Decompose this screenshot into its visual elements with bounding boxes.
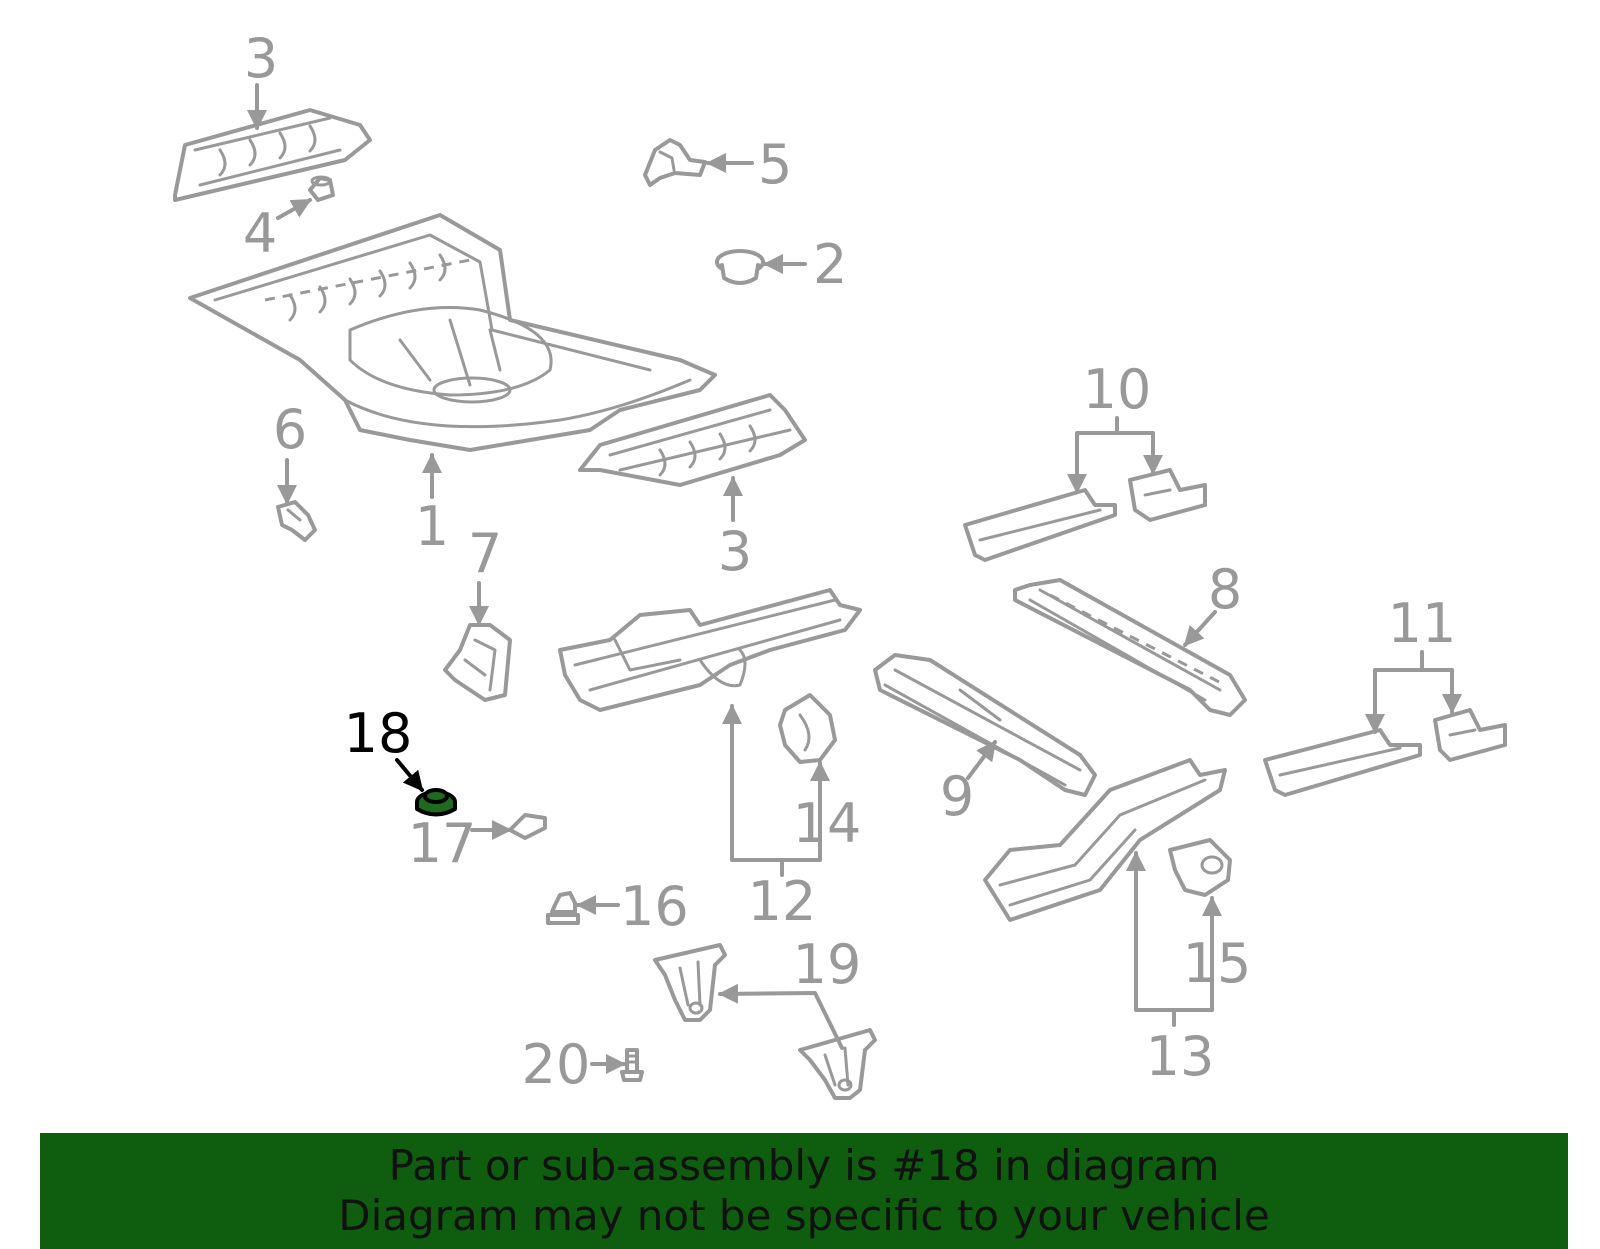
callout-10: 10 (1083, 358, 1152, 421)
part-11-reinforcement-left[interactable] (1263, 728, 1422, 797)
part-19-bracket-upper[interactable] (653, 943, 727, 1022)
callout-12: 12 (748, 870, 817, 933)
part-17-plug[interactable] (508, 813, 547, 840)
callout-3-lower: 3 (718, 520, 752, 583)
part-3-lower-crossmember[interactable] (578, 393, 807, 487)
callout-7: 7 (468, 522, 502, 585)
part-11-reinforcement-right[interactable] (1433, 708, 1507, 762)
callout-15: 15 (1183, 932, 1252, 995)
part-18-plug-highlighted[interactable] (415, 788, 457, 817)
part-6-bracket[interactable] (276, 500, 317, 542)
callout-9: 9 (940, 765, 974, 828)
notice-banner: Part or sub-assembly is #18 in diagram D… (40, 1133, 1568, 1249)
banner-line-part-number: Part or sub-assembly is #18 in diagram (388, 1141, 1220, 1190)
callout-5: 5 (758, 133, 792, 196)
part-12-side-member[interactable] (558, 588, 862, 712)
callout-20: 20 (522, 1033, 591, 1096)
part-4-plug[interactable] (308, 175, 335, 202)
callout-3-upper: 3 (244, 27, 278, 90)
part-15-bracket[interactable] (1168, 838, 1232, 897)
banner-line-disclaimer: Diagram may not be specific to your vehi… (338, 1191, 1270, 1240)
part-13-side-member[interactable] (983, 758, 1227, 922)
callout-19: 19 (793, 933, 862, 996)
part-16-grommet[interactable] (546, 891, 580, 925)
part-19-bracket-lower[interactable] (798, 1028, 877, 1100)
leader-lines (247, 83, 1462, 1074)
part-7-extension[interactable] (443, 623, 512, 702)
part-9-crossmember[interactable] (873, 653, 1097, 797)
callout-14: 14 (793, 792, 862, 855)
part-8-rail[interactable] (1013, 578, 1247, 717)
part-10-reinforcement-right[interactable] (1128, 468, 1207, 522)
part-1-floor-pan[interactable] (188, 213, 717, 452)
callout-16: 16 (620, 875, 689, 938)
part-2-plug[interactable] (715, 249, 765, 285)
part-10-reinforcement-left[interactable] (963, 488, 1117, 562)
callout-8: 8 (1208, 558, 1242, 621)
callout-1: 1 (415, 495, 449, 558)
callout-11: 11 (1388, 592, 1457, 655)
callout-2: 2 (813, 233, 847, 296)
callout-labels: 1 2 3 3 4 5 6 7 8 9 10 11 12 13 14 15 16… (243, 27, 1457, 1096)
part-20-bolt[interactable] (620, 1048, 644, 1082)
callout-18-highlighted: 18 (344, 702, 413, 765)
part-3-upper-crossmember[interactable] (173, 108, 372, 202)
callout-4: 4 (243, 202, 277, 265)
part-5-bracket[interactable] (643, 138, 707, 187)
callout-6: 6 (273, 398, 307, 461)
callout-17: 17 (408, 812, 477, 875)
callout-13: 13 (1146, 1025, 1215, 1088)
part-14-bracket[interactable] (778, 693, 837, 764)
